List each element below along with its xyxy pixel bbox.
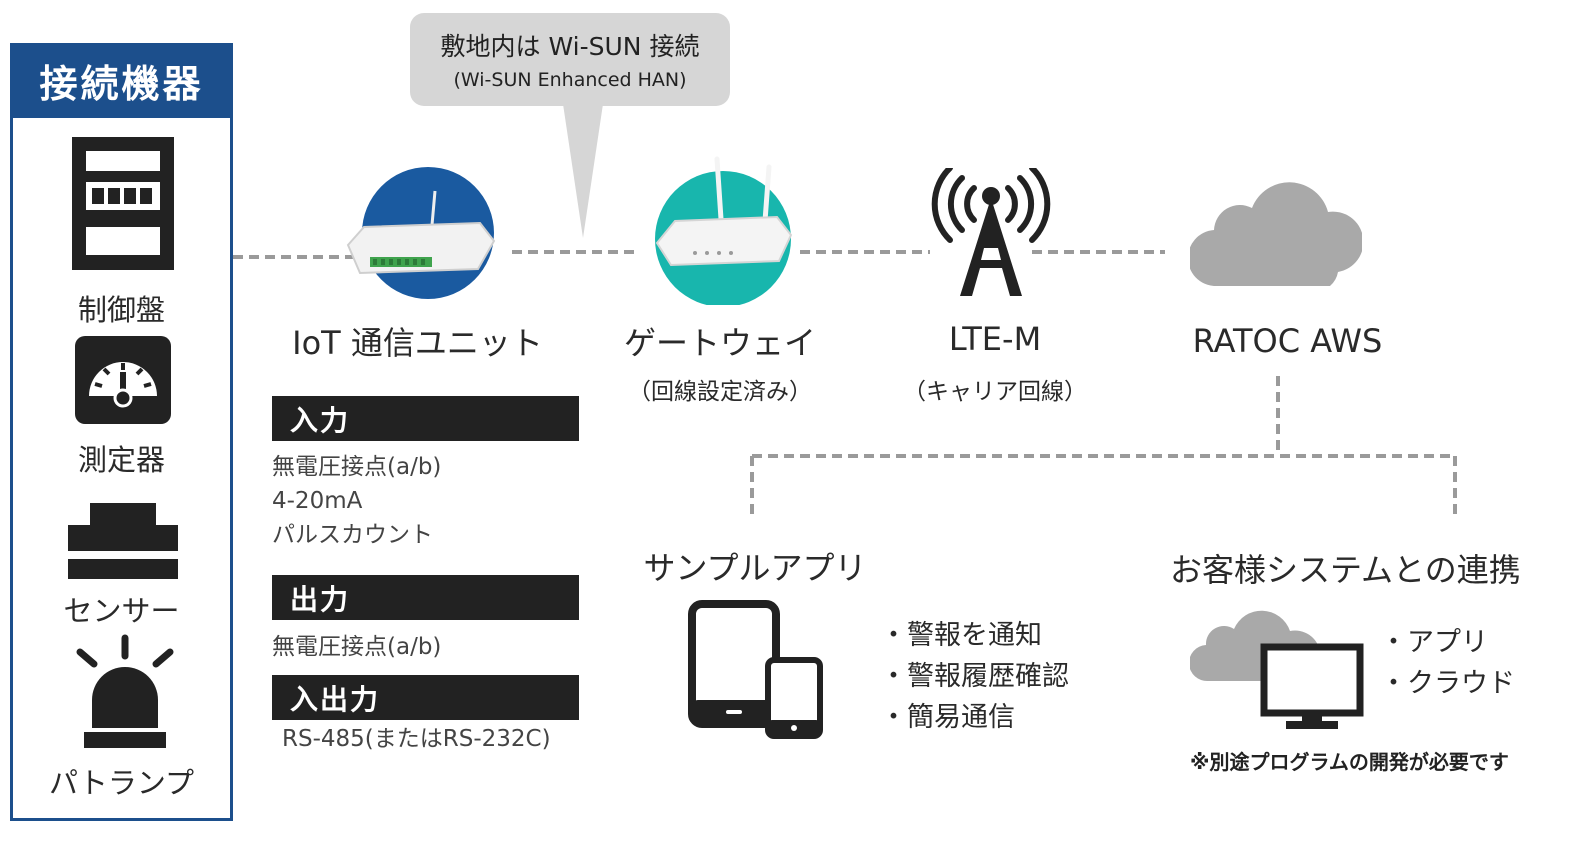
input-line-1: 無電圧接点(a/b) bbox=[272, 454, 442, 480]
customer-item-2: ・クラウド bbox=[1380, 668, 1515, 699]
lte-label: LTE-M bbox=[948, 320, 1042, 358]
output-header: 出力 bbox=[272, 575, 579, 620]
cloud-icon bbox=[1190, 182, 1362, 286]
input-header: 入力 bbox=[272, 396, 579, 441]
device-label-control-panel: 制御盤 bbox=[77, 293, 165, 327]
wisun-callout-title: 敷地内は Wi-SUN 接続 bbox=[440, 32, 700, 61]
wisun-callout-subtitle: (Wi-SUN Enhanced HAN) bbox=[453, 69, 687, 91]
input-line-2: 4-20mA bbox=[272, 488, 363, 514]
aws-label: RATOC AWS bbox=[1192, 322, 1383, 360]
gateway-icon bbox=[655, 156, 793, 305]
lte-sublabel: （キャリア回線） bbox=[903, 379, 1087, 405]
gateway-label: ゲートウェイ bbox=[623, 324, 816, 362]
sample-app-title: サンプルアプリ bbox=[643, 549, 867, 587]
iot-unit-icon bbox=[346, 167, 496, 299]
customer-item-1: ・アプリ bbox=[1380, 627, 1488, 658]
iot-unit-label: IoT 通信ユニット bbox=[292, 324, 543, 362]
callout-pointer bbox=[563, 104, 603, 238]
devices-panel-title: 接続機器 bbox=[10, 43, 233, 118]
inout-header: 入出力 bbox=[272, 675, 579, 720]
sample-app-item-3: ・簡易通信 bbox=[880, 702, 1015, 733]
wisun-callout: 敷地内は Wi-SUN 接続 (Wi-SUN Enhanced HAN) bbox=[410, 13, 730, 106]
inout-line-1: RS-485(またはRS-232C) bbox=[282, 726, 551, 752]
antenna-tower-icon bbox=[931, 168, 1051, 296]
device-label-patlamp: パトランプ bbox=[48, 766, 194, 800]
control-panel-icon bbox=[72, 137, 174, 270]
gauge-icon bbox=[75, 336, 171, 424]
customer-note: ※別途プログラムの開発が必要です bbox=[1190, 750, 1509, 774]
sample-app-item-1: ・警報を通知 bbox=[880, 620, 1042, 651]
gateway-sublabel: （回線設定済み） bbox=[628, 379, 812, 405]
patlamp-icon bbox=[76, 634, 174, 748]
input-line-3: パルスカウント bbox=[272, 522, 433, 548]
cloud-monitor-icon bbox=[1190, 610, 1364, 729]
device-label-gauge: 測定器 bbox=[77, 443, 165, 477]
output-line-1: 無電圧接点(a/b) bbox=[272, 634, 442, 660]
device-label-sensor: センサー bbox=[63, 594, 180, 628]
sensor-icon bbox=[68, 503, 178, 579]
tablet-phone-icon bbox=[688, 600, 823, 739]
sample-app-item-2: ・警報履歴確認 bbox=[880, 661, 1069, 692]
customer-title: お客様システムとの連携 bbox=[1170, 551, 1521, 589]
